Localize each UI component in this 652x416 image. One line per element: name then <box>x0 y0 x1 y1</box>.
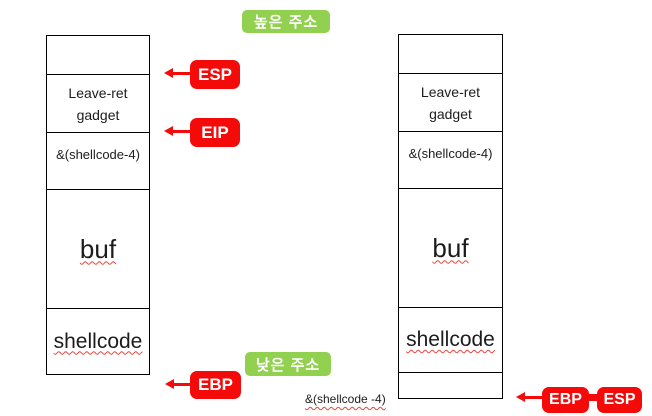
left-cell-buf: buf <box>47 190 149 309</box>
left-cell-shellcode-address: &(shellcode-4) <box>47 133 149 190</box>
right-cell-leave-ret-gadget: Leave-ret gadget <box>399 74 502 132</box>
ebp-register-badge-right: EBP <box>542 387 589 413</box>
left-cell-leave-ret-gadget: Leave-ret gadget <box>47 75 149 133</box>
left-cell-empty-top <box>47 36 149 75</box>
shellcode-text: shellcode <box>406 328 495 351</box>
stack-left: Leave-ret gadget &(shellcode-4) buf shel… <box>46 35 150 375</box>
right-cell-shellcode-address: &(shellcode-4) <box>399 132 502 189</box>
buf-text: buf <box>432 232 469 263</box>
right-cell-buf: buf <box>399 189 502 308</box>
left-cell-shellcode: shellcode <box>47 309 149 374</box>
ebp-arrow-line <box>173 383 191 386</box>
shellcode-text: shellcode <box>53 329 143 353</box>
right-cell-shellcode: shellcode <box>399 308 502 373</box>
esp-register-badge-right: ESP <box>597 387 642 413</box>
right-cell-empty-top <box>399 35 502 74</box>
ebp-register-badge: EBP <box>190 371 241 399</box>
eip-arrow-line <box>172 130 191 133</box>
ebp-arrow-icon <box>165 379 174 389</box>
high-address-label: 높은 주소 <box>242 10 330 33</box>
esp-register-badge: ESP <box>190 60 240 89</box>
ebp-esp-arrow-line <box>524 396 543 399</box>
esp-arrow-icon <box>164 68 173 78</box>
eip-register-badge: EIP <box>190 118 240 147</box>
shellcode-minus4-outside-label: &(shellcode -4) <box>305 392 386 406</box>
stack-right: Leave-ret gadget &(shellcode-4) buf shel… <box>398 34 503 399</box>
badge-connector <box>586 394 599 401</box>
low-address-label: 낮은 주소 <box>245 352 331 376</box>
right-cell-empty-bottom <box>399 373 502 398</box>
buf-text: buf <box>79 233 117 264</box>
esp-arrow-line <box>172 72 191 75</box>
ebp-esp-arrow-icon <box>516 392 525 402</box>
eip-arrow-icon <box>164 126 173 136</box>
